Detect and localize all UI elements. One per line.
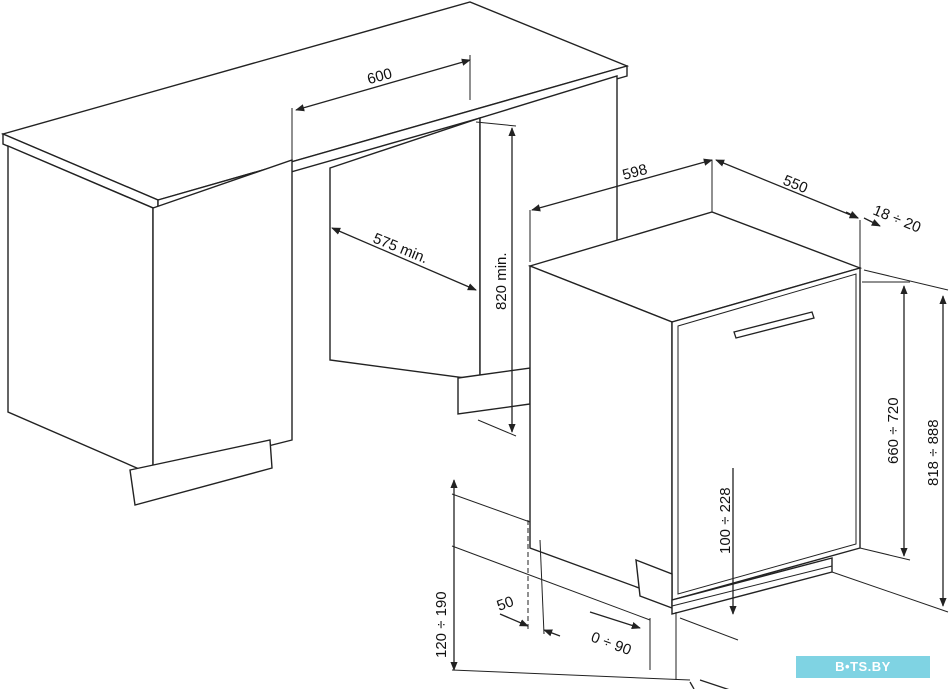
site-watermark: B•TS.BY xyxy=(796,656,930,678)
plinth-dimension-lines xyxy=(450,479,695,689)
plinth-height-label: 120 ÷ 190 xyxy=(433,591,450,658)
plinth-gap-label: 100 ÷ 228 xyxy=(717,487,734,554)
dishwasher xyxy=(527,211,863,615)
appliance-depth-label: 550 xyxy=(781,172,811,197)
plinth-offset-label: 0 ÷ 90 xyxy=(589,629,634,659)
niche-width-label: 600 xyxy=(365,65,394,88)
niche-dimension-lines xyxy=(291,55,517,437)
niche-height-label: 820 min. xyxy=(493,252,510,310)
door-thickness-label: 18 ÷ 20 xyxy=(871,202,924,236)
appliance-width-label: 598 xyxy=(621,161,650,184)
door-height-label: 660 ÷ 720 xyxy=(885,397,902,464)
overall-height-label: 818 ÷ 888 xyxy=(925,419,942,486)
dishwasher-dimension-lines xyxy=(529,158,949,689)
plinth-setback-label: 50 xyxy=(495,593,516,615)
